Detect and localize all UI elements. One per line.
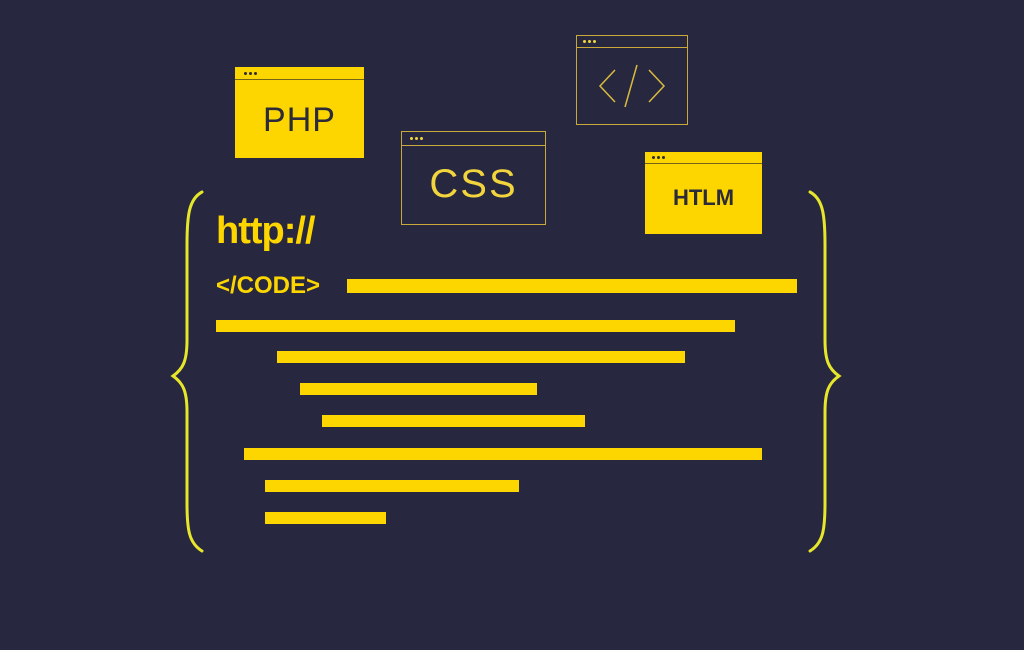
protocol-text: http:// — [216, 210, 316, 252]
window-title-divider — [402, 145, 545, 146]
code-line-bar — [216, 320, 735, 332]
code-line-bar — [300, 383, 537, 395]
window-title-divider — [235, 79, 364, 80]
code-line-bar — [322, 415, 585, 427]
php-label: PHP — [263, 101, 336, 139]
code-line-bar — [347, 279, 797, 293]
window-title-divider — [577, 47, 687, 48]
code-line-bar — [265, 480, 519, 492]
code-brackets-icon — [598, 64, 666, 108]
htlm-label: HTLM — [672, 185, 735, 210]
window-dots-icon — [652, 156, 665, 159]
css-label: CSS — [429, 162, 518, 206]
code-line-bar — [265, 512, 386, 524]
window-title-divider — [645, 163, 762, 164]
code-line-bar — [277, 351, 685, 363]
code-tag-text: </CODE> — [216, 272, 321, 299]
window-dots-icon — [410, 137, 423, 140]
code-tag-window — [576, 35, 688, 125]
right-brace-icon — [808, 190, 842, 553]
css-window: CSS — [401, 131, 546, 225]
htlm-window: HTLM — [645, 152, 762, 234]
left-brace-icon — [170, 190, 204, 553]
window-dots-icon — [583, 40, 596, 43]
code-line-bar — [244, 448, 762, 460]
window-dots-icon — [244, 72, 257, 75]
php-window: PHP — [235, 67, 364, 158]
